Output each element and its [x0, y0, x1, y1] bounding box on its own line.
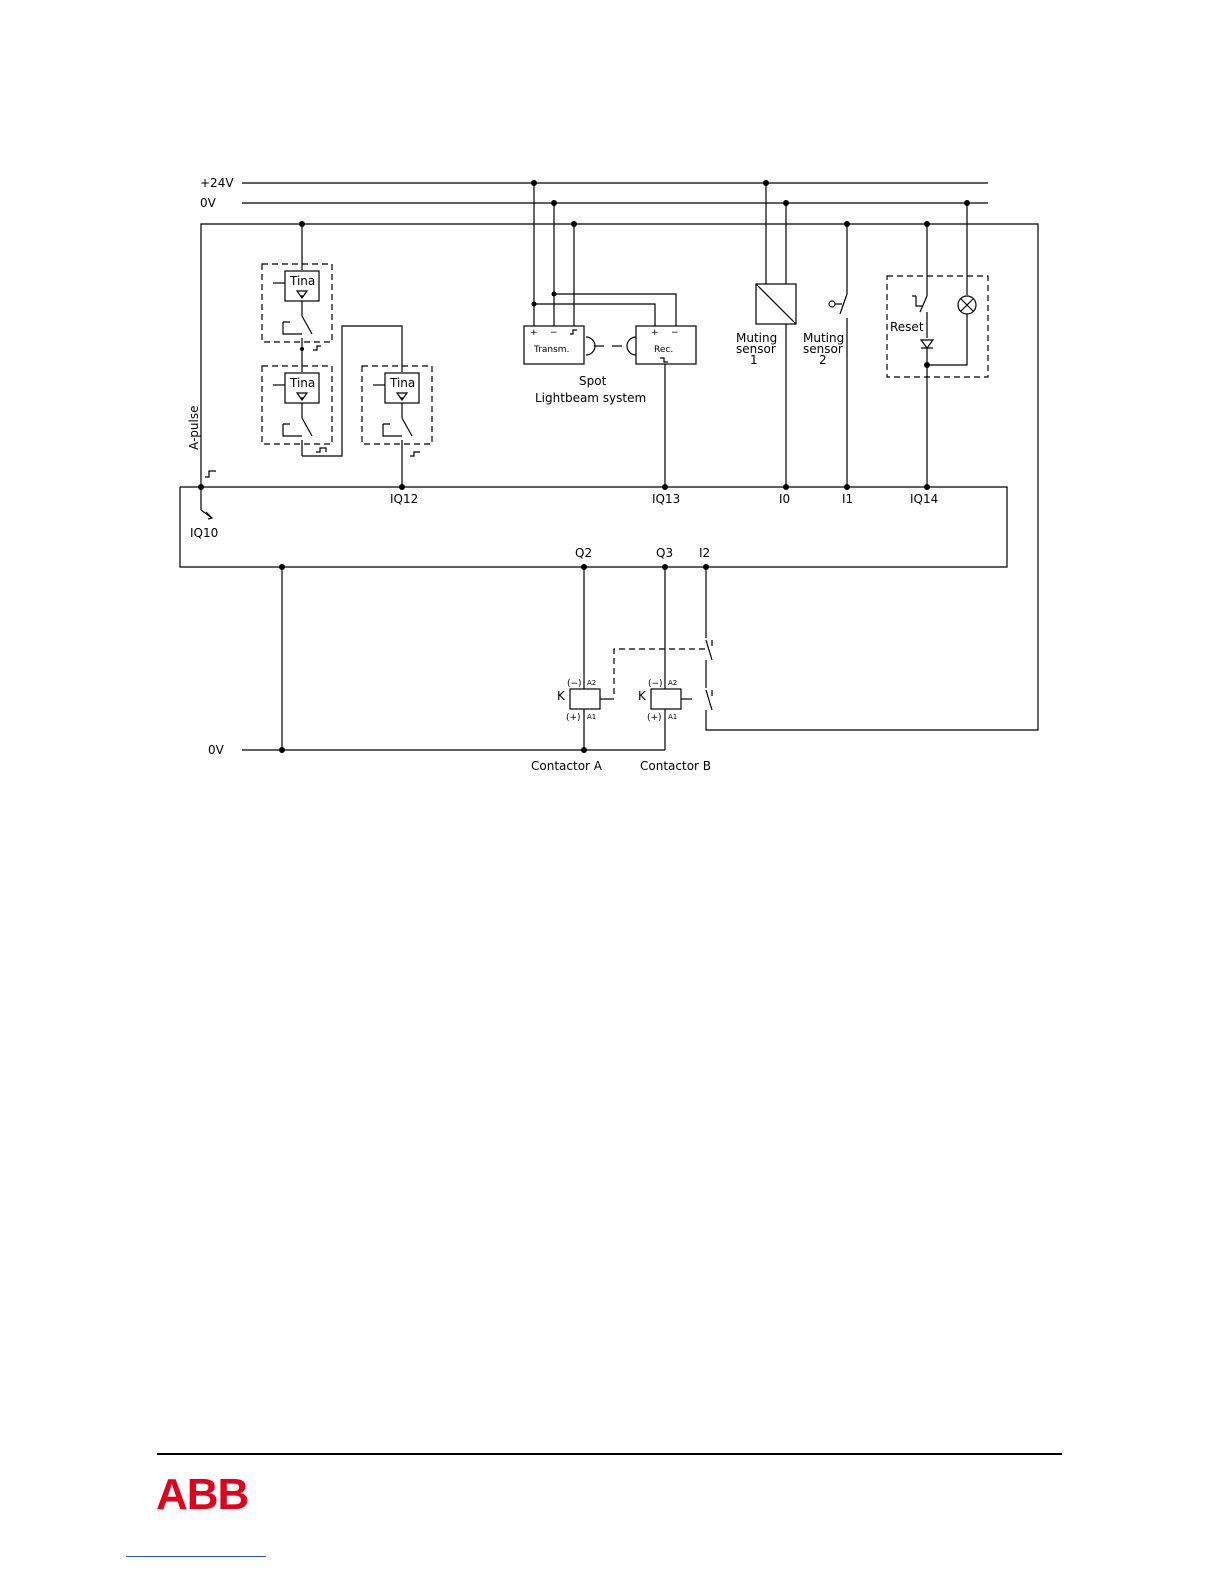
contactor-b-label: Contactor B	[640, 759, 711, 773]
receiver-minus: −	[671, 328, 679, 338]
muting-2-line3: 2	[819, 353, 827, 367]
contactor-a-label: Contactor A	[531, 759, 603, 773]
terminal-q3: Q3	[656, 546, 673, 560]
receiver-label: Rec.	[654, 345, 673, 355]
transmitter-minus: −	[550, 328, 558, 338]
tina-3-label: Tina	[389, 376, 415, 390]
contactor-a-plus: (+)	[566, 713, 581, 723]
contactor-a-a2: A2	[587, 679, 596, 687]
terminal-i1: I1	[842, 492, 853, 506]
lightbeam-caption-1: Spot	[579, 374, 607, 388]
contactor-b-minus: (−)	[648, 679, 663, 689]
muting-sensor-2: Muting sensor 2	[803, 221, 850, 490]
lightbeam-caption-2: Lightbeam system	[535, 391, 646, 405]
reset-label: Reset	[890, 320, 924, 334]
safety-controller: IQ10 IQ12 IQ13 I0 I1 IQ14 Q2 Q3 I2	[180, 484, 1007, 570]
transmitter-label: Transm.	[533, 345, 569, 355]
a-pulse-label: A-pulse	[187, 406, 201, 450]
abb-logo: ABB	[156, 1476, 252, 1514]
rail-24v-label: +24V	[200, 176, 234, 190]
feedback-line	[201, 224, 1038, 730]
bottom-0v-label: 0V	[208, 743, 225, 757]
contactor-a-coil	[570, 689, 600, 709]
contactor-b-a2: A2	[668, 679, 677, 687]
contactor-a-minus: (−)	[567, 679, 582, 689]
terminal-iq13: IQ13	[652, 492, 680, 506]
reset-station: Reset	[887, 200, 988, 490]
contactor-b-plus: (+)	[647, 713, 662, 723]
pulse-symbol	[205, 471, 216, 477]
receiver-plus: +	[651, 328, 659, 338]
terminal-iq12: IQ12	[390, 492, 418, 506]
terminal-i0: I0	[779, 492, 790, 506]
contactor-b-a1: A1	[668, 713, 677, 721]
contactor-b-coil	[651, 689, 681, 709]
terminal-iq10: IQ10	[190, 526, 218, 540]
contactor-section: 0V K (−) A2 (+) A1 K (−) A2 (+) A1 Conta…	[208, 567, 726, 773]
contactor-a-k: K	[557, 689, 566, 703]
tina-2-label: Tina	[289, 376, 315, 390]
tina-1-label: Tina	[289, 274, 315, 288]
footer-rule	[157, 1453, 1062, 1455]
terminal-iq14: IQ14	[910, 492, 938, 506]
rail-0v-label: 0V	[200, 196, 217, 210]
lightbeam-system: + − Transm. + − Rec. Spot Lightbeam syst…	[524, 180, 696, 490]
contactor-a-a1: A1	[587, 713, 596, 721]
footer-link-underline[interactable]	[126, 1556, 266, 1557]
supply-rails: +24V 0V	[200, 176, 1038, 730]
muting-sensor-1: Muting sensor 1	[736, 180, 796, 490]
muting-1-line3: 1	[750, 353, 758, 367]
terminal-q2: Q2	[575, 546, 592, 560]
transmitter-plus: +	[530, 328, 538, 338]
terminal-i2: I2	[699, 546, 710, 560]
contactor-b-k: K	[638, 689, 647, 703]
tina-chain: Tina Tina Tina	[262, 221, 432, 490]
